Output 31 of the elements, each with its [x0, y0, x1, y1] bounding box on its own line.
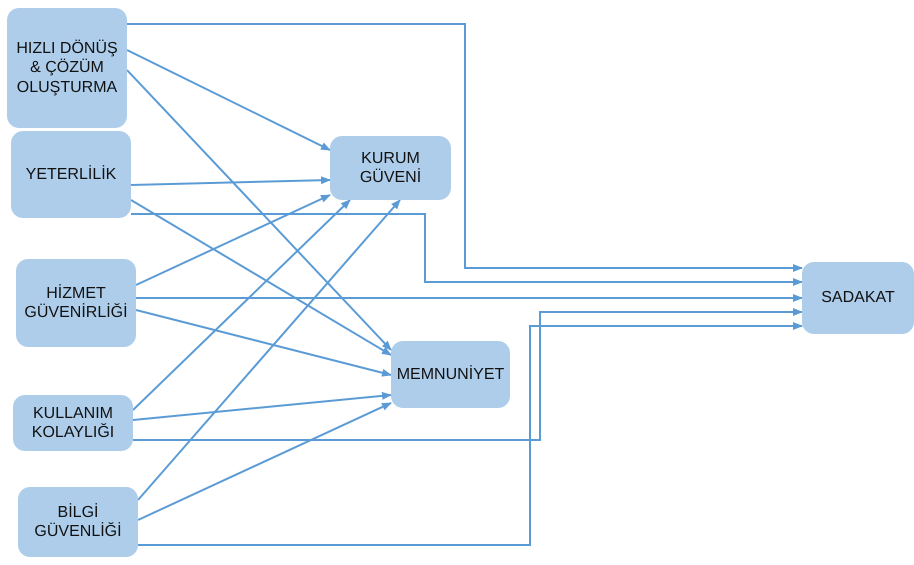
concept-box — [7, 8, 127, 128]
arrow — [132, 392, 392, 421]
arrow — [126, 69, 392, 351]
node-label: BİLGİ GÜVENLİĞİ — [33, 502, 123, 542]
arrow — [132, 199, 351, 411]
node-label: SADAKAT — [821, 288, 895, 308]
concept-box — [11, 131, 131, 218]
node-label: HIZLI DÖNÜŞ & ÇÖZÜM OLUŞTURMA — [15, 39, 119, 97]
arrow — [126, 49, 331, 151]
concept-box — [391, 341, 510, 408]
arrow — [137, 199, 401, 501]
arrow — [138, 402, 392, 521]
concept-box — [802, 262, 914, 334]
arrow — [130, 199, 392, 356]
node-label: MEMNUNİYET — [396, 364, 504, 384]
node-label: KULLANIM KOLAYLIĞI — [30, 404, 116, 442]
arrow — [133, 308, 803, 441]
arrow — [136, 294, 803, 302]
concept-box — [16, 259, 136, 347]
arrow — [138, 322, 803, 546]
arrow — [136, 194, 331, 286]
arrow — [127, 23, 803, 272]
node-label: KURUM GÜVENİ — [358, 148, 422, 188]
node-label: HİZMET GÜVENİRLİĞİ — [23, 284, 129, 322]
concept-box — [18, 487, 138, 557]
concept-box — [330, 136, 451, 200]
node-label: YETERLİLİK — [26, 164, 116, 184]
concept-box — [13, 395, 133, 451]
arrow — [130, 176, 331, 186]
arrow — [131, 213, 803, 286]
arrow — [136, 309, 392, 377]
